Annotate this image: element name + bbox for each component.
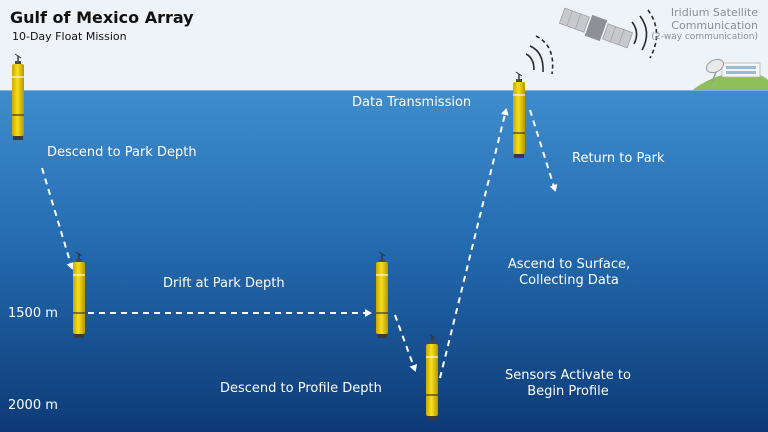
mission-path [41,108,558,379]
label-ascend: Ascend to Surface, Collecting Data [494,257,644,289]
label-descend-park: Descend to Park Depth [47,145,197,160]
satellite-icon [558,7,634,49]
signal-waves-icon [525,35,554,75]
depth-profile: 2000 m [8,398,58,413]
path-ascend [439,108,509,379]
float-icon [512,71,526,159]
float-icon [11,53,25,141]
label-ascend-line1: Ascend to Surface, [507,257,631,272]
label-descend-profile: Descend to Profile Depth [220,381,382,396]
float-icon [425,333,439,421]
label-transmission: Data Transmission [352,95,472,110]
label-sensors-line1: Sensors Activate to [505,368,631,383]
diagram-subtitle: 10-Day Float Mission [12,30,127,43]
satellite-line2: Communication [671,19,758,32]
depth-park: 1500 m [8,306,58,321]
path-return [529,109,558,192]
satellite-caption: Iridium Satellite Communication (2-way c… [651,6,758,43]
signal-waves-icon [631,9,658,59]
satellite-line1: Iridium Satellite [670,6,758,19]
path-descend-profile [394,314,418,372]
diagram-title: Gulf of Mexico Array [10,8,194,27]
float-icon [72,251,86,339]
label-ascend-line2: Collecting Data [519,273,619,288]
label-sensors-line2: Begin Profile [527,384,609,399]
float-icon [375,251,389,339]
label-sensors: Sensors Activate to Begin Profile [488,368,648,400]
ground-station-icon [705,58,761,83]
satellite-line3: (2-way communication) [651,32,758,42]
sky [0,0,768,92]
label-drift: Drift at Park Depth [163,276,285,291]
label-return: Return to Park [572,151,665,166]
